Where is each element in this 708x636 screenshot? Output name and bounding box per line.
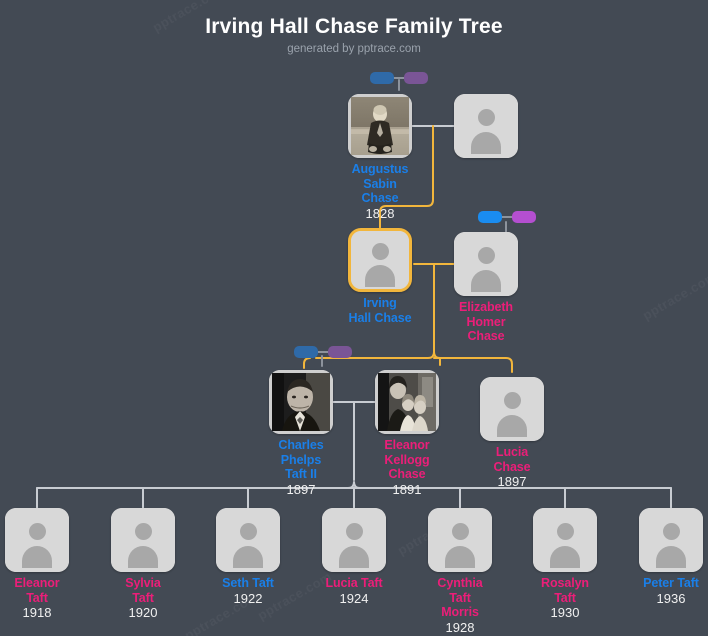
person-node-lucia-chase[interactable]: Lucia Chase 1897 [480,377,544,490]
person-name: Irving Hall Chase [348,296,412,325]
placeholder-avatar-icon [639,508,703,572]
portrait-photo-bw-portrait-man-in-suit [269,370,333,434]
person-name: Lucia Chase [493,445,531,474]
person-card[interactable] [480,377,544,441]
person-year: 1891 [392,481,422,497]
portrait-photo-bw-family-photo-woman-and-children [375,370,439,434]
badge-female-pill-icon [512,211,536,223]
placeholder-avatar-icon [322,508,386,572]
person-year: 1930 [550,605,580,620]
couple-badge-gen1[interactable] [370,72,428,84]
person-card-root[interactable] [348,228,412,292]
person-node-seth-taft[interactable]: Seth Taft 1922 [216,508,280,607]
person-node-unknown-spouse-gen1[interactable] [454,94,518,162]
couple-badge-gen2[interactable] [478,211,536,223]
person-name: Cynthia Taft Morris [437,576,483,619]
badge-connector-icon [394,77,404,79]
badge-male-pill-icon [294,346,318,358]
person-card[interactable] [269,370,333,434]
badge-male-pill-icon [478,211,502,223]
placeholder-avatar-icon [428,508,492,572]
placeholder-avatar-icon [5,508,69,572]
person-name: Augustus Sabin Chase [351,162,409,205]
person-node-augustus-sabin-chase[interactable]: Augustus Sabin Chase 1828 [348,94,412,222]
person-node-peter-taft[interactable]: Peter Taft 1936 [639,508,703,607]
couple-badge-gen3[interactable] [294,346,352,358]
placeholder-avatar-icon [480,377,544,441]
page-title: Irving Hall Chase Family Tree [205,15,503,38]
person-node-irving-hall-chase[interactable]: Irving Hall Chase [348,228,412,325]
person-card[interactable] [216,508,280,572]
person-name: Eleanor Kellogg Chase [384,438,430,481]
person-name: Rosalyn Taft [541,576,589,605]
person-node-elizabeth-homer-chase[interactable]: Elizabeth Homer Chase [454,232,518,344]
person-name: Lucia Taft [325,576,383,590]
person-node-lucia-taft[interactable]: Lucia Taft 1924 [322,508,386,607]
header: Irving Hall Chase Family Tree generated … [0,14,708,57]
placeholder-avatar-icon [454,232,518,296]
person-name: Eleanor Taft [14,576,60,605]
placeholder-avatar-icon [111,508,175,572]
person-card[interactable] [5,508,69,572]
placeholder-avatar-icon [351,231,409,289]
person-node-charles-phelps-taft-ii[interactable]: Charles Phelps Taft II 1897 [269,370,333,498]
person-year: 1920 [128,605,158,620]
person-card[interactable] [454,94,518,158]
person-year: 1922 [233,590,263,606]
person-year: 1924 [339,590,369,606]
person-card[interactable] [322,508,386,572]
person-node-eleanor-kellogg-chase[interactable]: Eleanor Kellogg Chase 1891 [375,370,439,498]
placeholder-avatar-icon [216,508,280,572]
person-year: 1918 [22,605,52,620]
person-year: 1928 [445,619,475,635]
person-name: Peter Taft [643,576,699,590]
bloodline-to-eleanor [433,299,441,366]
person-node-sylvia-taft[interactable]: Sylvia Taft 1920 [111,508,175,621]
watermark: pptrace.com [150,0,229,35]
badge-connector-icon [318,351,328,353]
person-name: Charles Phelps Taft II [278,438,324,481]
person-name: Seth Taft [222,576,274,590]
person-name: Sylvia Taft [125,576,161,605]
person-card[interactable] [111,508,175,572]
person-card[interactable] [348,94,412,158]
person-card[interactable] [375,370,439,434]
page-subtitle: generated by pptrace.com [287,43,421,55]
placeholder-avatar-icon [454,94,518,158]
person-year: 1897 [286,481,316,497]
bloodline-gen2-bus [303,357,311,369]
person-year: 1897 [497,474,527,489]
person-year: 1828 [365,205,395,221]
person-name: Elizabeth Homer Chase [459,300,513,343]
person-node-cynthia-taft-morris[interactable]: Cynthia Taft Morris 1928 [428,508,492,636]
person-card[interactable] [454,232,518,296]
badge-connector-icon [502,216,512,218]
person-node-eleanor-taft[interactable]: Eleanor Taft 1918 [5,508,69,621]
person-card[interactable] [428,508,492,572]
children-bus-joint [347,481,361,489]
badge-male-pill-icon [370,72,394,84]
person-year: 1936 [656,590,686,606]
badge-female-pill-icon [328,346,352,358]
placeholder-avatar-icon [533,508,597,572]
portrait-photo-vintage-sepia-seated-elderly-man [348,94,412,158]
person-card[interactable] [639,508,703,572]
bloodline-to-lucia [433,357,513,373]
person-node-rosalyn-taft[interactable]: Rosalyn Taft 1930 [533,508,597,621]
watermark: pptrace.com [640,269,708,323]
badge-female-pill-icon [404,72,428,84]
person-card[interactable] [533,508,597,572]
